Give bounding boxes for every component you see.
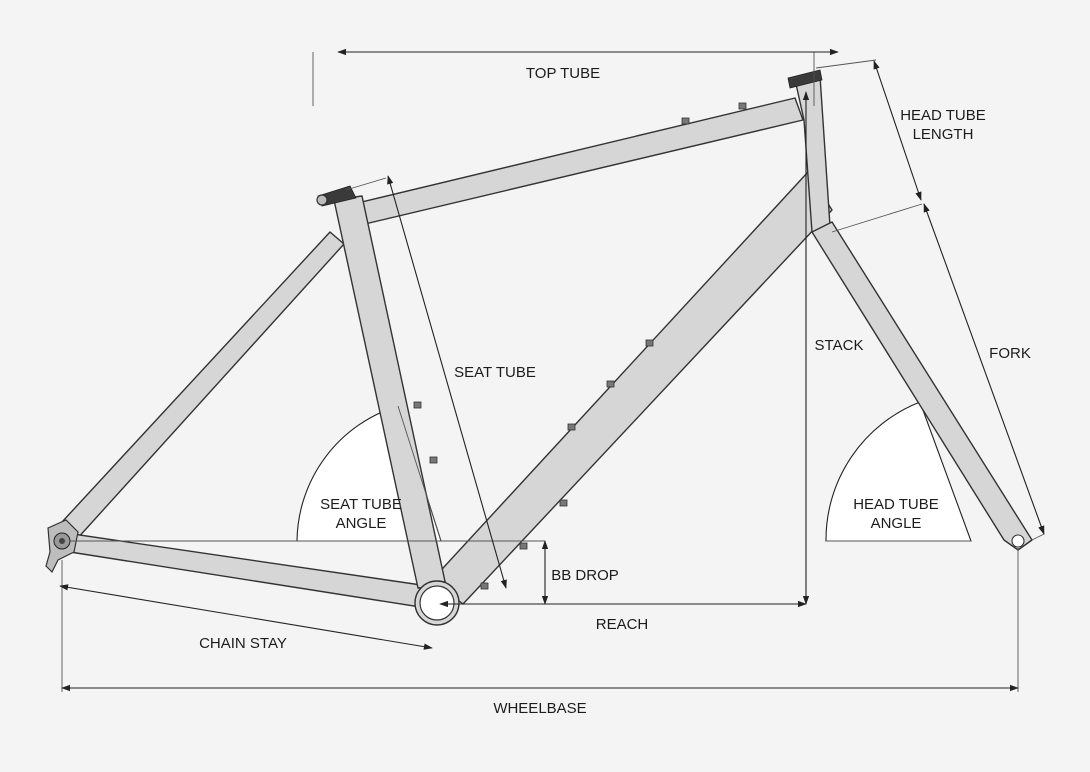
mount-boss bbox=[738, 102, 747, 110]
front-axle bbox=[1011, 534, 1025, 548]
head-tube-length-label-line1: HEAD TUBE bbox=[900, 107, 986, 124]
labels: TOP TUBE HEAD TUBE LENGTH SEAT TUBE STAC… bbox=[199, 65, 1031, 717]
seat-stay bbox=[61, 231, 345, 541]
head-tube-angle-label-line2: ANGLE bbox=[871, 515, 922, 532]
mount-boss bbox=[681, 117, 690, 125]
chain-stay-tube bbox=[65, 532, 434, 610]
head-tube-fork-junction bbox=[831, 203, 923, 233]
seat-clamp-bolt bbox=[316, 194, 328, 206]
head-tube-length-label-line2: LENGTH bbox=[913, 126, 974, 143]
fork-dim bbox=[923, 203, 1045, 535]
reach-label: REACH bbox=[596, 616, 649, 633]
mount-boss bbox=[567, 423, 576, 431]
fork-label: FORK bbox=[989, 345, 1031, 362]
bottom-bracket-hole bbox=[419, 585, 455, 621]
seat-tube-angle-label-line1: SEAT TUBE bbox=[320, 496, 402, 513]
chain-stay-dim bbox=[59, 584, 433, 650]
wheelbase-label: WHEELBASE bbox=[493, 700, 586, 717]
bb-drop-label: BB DROP bbox=[551, 567, 619, 584]
stack-label: STACK bbox=[815, 337, 864, 354]
bike-frame bbox=[45, 69, 1033, 626]
dimension-arrows bbox=[59, 48, 1045, 692]
mount-boss bbox=[606, 380, 615, 388]
mount-boss bbox=[519, 542, 528, 550]
mount-boss bbox=[559, 499, 568, 507]
head-tube-angle-label-line1: HEAD TUBE bbox=[853, 496, 939, 513]
seat-tube-dim bbox=[387, 175, 507, 589]
seat-tube-label: SEAT TUBE bbox=[454, 364, 536, 381]
head-tube-length-dim bbox=[873, 60, 922, 201]
seat-tube-angle-label-line2: ANGLE bbox=[336, 515, 387, 532]
mount-boss bbox=[480, 582, 489, 590]
chain-stay-label: CHAIN STAY bbox=[199, 635, 287, 652]
top-tube-label: TOP TUBE bbox=[526, 65, 600, 82]
top-tube-tube bbox=[344, 97, 804, 229]
rear-axle-center bbox=[59, 538, 65, 544]
mount-boss bbox=[413, 401, 422, 409]
mount-boss bbox=[429, 456, 438, 464]
mount-boss bbox=[645, 339, 654, 347]
headset-cap bbox=[787, 69, 823, 89]
